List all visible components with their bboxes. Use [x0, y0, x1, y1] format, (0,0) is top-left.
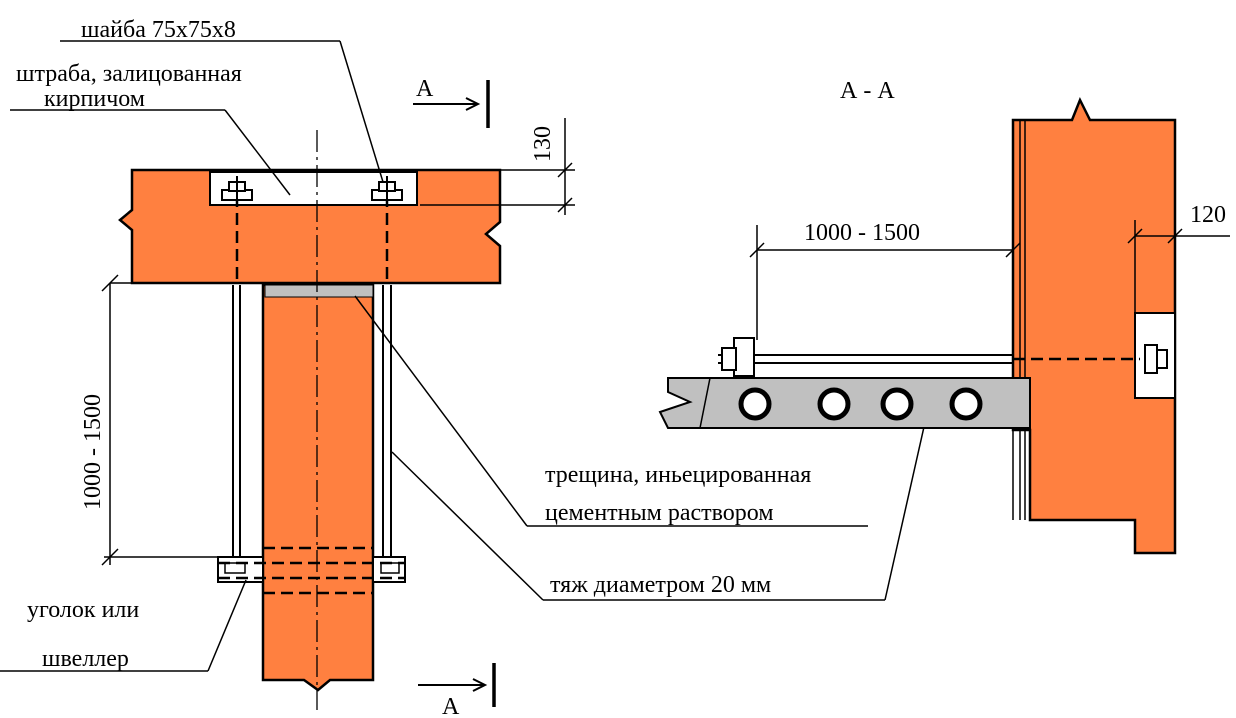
dim-vertical-label: 1000 - 1500 [80, 394, 106, 510]
top-washers [221, 176, 403, 201]
crack-label-line2: цементным раствором [545, 500, 774, 526]
section-tie-rod [718, 337, 1168, 377]
dimension-vertical: 1000 - 1500 [80, 274, 218, 566]
tie-rods [232, 195, 392, 560]
slab-voids [738, 387, 983, 421]
chase-label-line2: кирпичом [44, 86, 145, 112]
section-title: А - А [840, 78, 895, 104]
crack-zone [264, 284, 374, 298]
tie-rod-label: тяж диаметром 20 мм [550, 572, 771, 598]
dim-120-label: 120 [1190, 202, 1226, 228]
washer-label: шайба 75х75х8 [81, 17, 236, 43]
dimension-130: 130 [420, 118, 575, 215]
angle-label-line1: уголок или [27, 597, 139, 623]
dim-130-label: 130 [530, 126, 556, 162]
section-wall [1011, 96, 1177, 555]
dimension-120: 120 [1127, 202, 1230, 313]
dim-horizontal-label: 1000 - 1500 [804, 220, 920, 246]
section-mark-bottom: А [418, 663, 496, 718]
crack-label-line1: трещина, иньецированная [545, 462, 811, 488]
section-mark-top: А [413, 76, 490, 128]
bottom-angle [217, 546, 406, 595]
leaders-left [0, 40, 936, 672]
plan-view: А А 130 1000 - 1500 [0, 17, 936, 718]
section-mark-bottom-label: А [442, 694, 460, 718]
section-mark-top-label: А [416, 76, 434, 102]
angle-label-line2: швеллер [42, 646, 129, 672]
chase-label-line1: штраба, залицованная [16, 61, 242, 87]
section-view: А - А [658, 78, 1230, 555]
longitudinal-wall [261, 283, 375, 692]
dimension-horizontal: 1000 - 1500 [749, 220, 1021, 340]
